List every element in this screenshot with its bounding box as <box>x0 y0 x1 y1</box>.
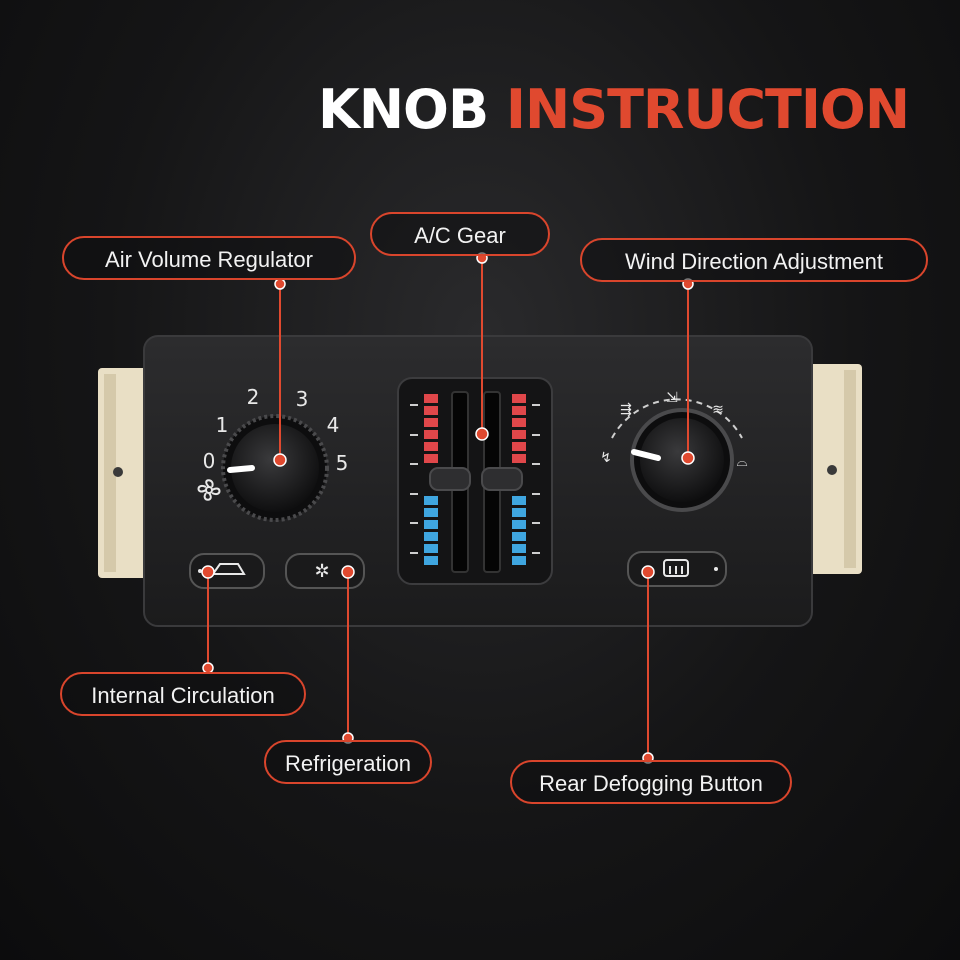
temperature-slider-left[interactable] <box>429 467 471 491</box>
internal-circulation-button[interactable] <box>189 553 265 589</box>
title-part-knob: KNOB <box>318 78 489 141</box>
rear-defrost-icon <box>663 559 689 577</box>
callout-refrigeration: Refrigeration <box>264 740 432 784</box>
recirculation-car-icon <box>211 563 246 575</box>
callout-leader-lines <box>207 258 689 758</box>
right-mounting-clip <box>808 364 862 574</box>
callout-wind-direction-adjustment: Wind Direction Adjustment <box>580 238 928 282</box>
rear-defogging-button[interactable] <box>627 551 727 587</box>
fan-speed-5: 5 <box>336 451 349 475</box>
fan-speed-2: 2 <box>247 385 260 409</box>
fan-speed-1: 1 <box>216 413 229 437</box>
air-volume-knob-group: 0 1 2 3 4 5 <box>197 385 349 522</box>
callout-dots <box>201 252 695 764</box>
front-defrost-icon: ⌓ <box>736 454 747 470</box>
fan-speed-0: 0 <box>203 449 216 473</box>
vent-floor-defrost-icon: ≋ <box>712 402 724 418</box>
fan-speed-4: 4 <box>327 413 340 437</box>
title-part-instruction: INSTRUCTION <box>505 78 910 141</box>
vent-floor-icon: ⇲ <box>666 390 678 406</box>
snowflake-icon: ✲ <box>314 561 329 582</box>
vent-face-icon: ↯ <box>600 450 612 466</box>
fan-speed-3: 3 <box>296 387 309 411</box>
fan-icon <box>197 479 221 501</box>
ac-gear-slider-housing <box>397 377 553 585</box>
callout-ac-gear: A/C Gear <box>370 212 550 256</box>
refrigeration-button[interactable]: ✲ <box>285 553 365 589</box>
page-title: KNOB INSTRUCTION <box>318 78 910 141</box>
callout-air-volume-regulator: Air Volume Regulator <box>62 236 356 280</box>
callout-rear-defogging-button: Rear Defogging Button <box>510 760 792 804</box>
vent-bilevel-icon: ⇶ <box>620 402 632 418</box>
temperature-slider-right[interactable] <box>481 467 523 491</box>
left-mounting-clip <box>98 368 150 578</box>
callout-internal-circulation: Internal Circulation <box>60 672 306 716</box>
